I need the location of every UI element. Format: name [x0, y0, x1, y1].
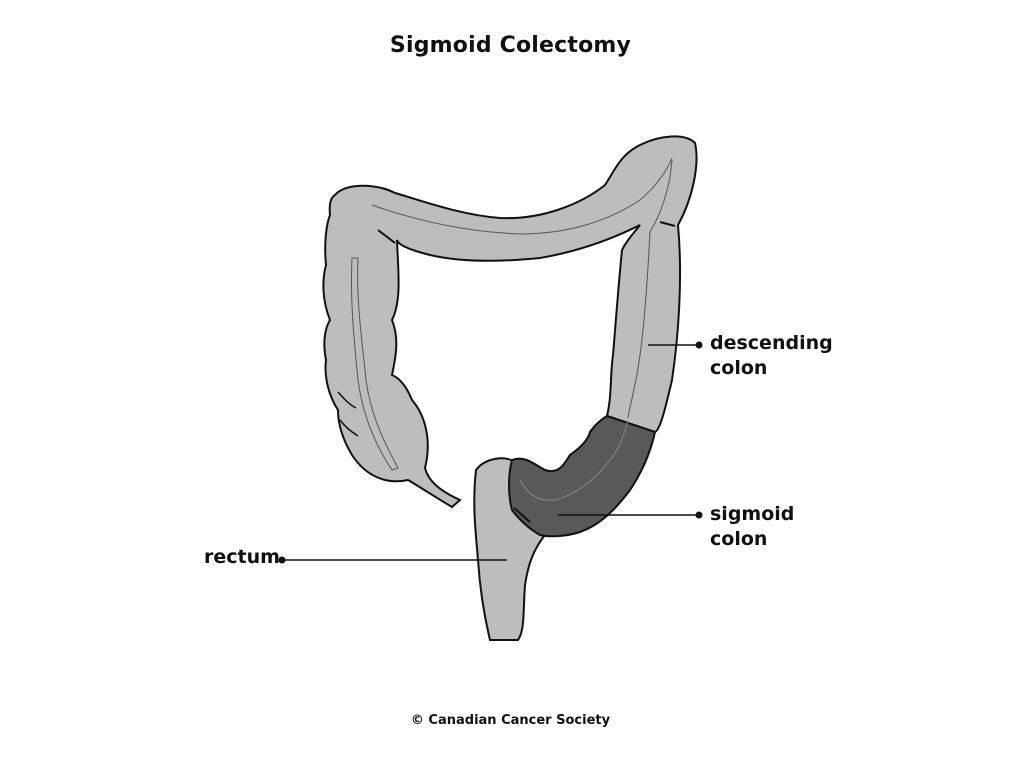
transverse-lumen-line: [371, 157, 673, 235]
sigmoid-colon: [508, 414, 657, 538]
descending-lumen-line: [627, 159, 673, 419]
copyright-notice: © Canadian Cancer Society: [410, 713, 611, 728]
ascending-lumen-line: [350, 257, 399, 471]
splenic-flexure-mark: [659, 221, 676, 227]
rectum-leader-dot: [278, 556, 286, 564]
sigmoid-lumen-line: [519, 419, 629, 501]
label-rectum: rectum: [204, 546, 280, 568]
colon-body: [322, 135, 698, 509]
label-sigmoid-colon: sigmoid colon: [710, 503, 795, 550]
hepatic-flexure-mark: [377, 229, 396, 244]
label-descending-colon: descending colon: [710, 332, 833, 379]
descending-colon-leader-dot: [695, 341, 703, 349]
sigmoid-colon-leader-dot: [695, 511, 703, 519]
diagram-title: Sigmoid Colectomy: [389, 33, 632, 58]
